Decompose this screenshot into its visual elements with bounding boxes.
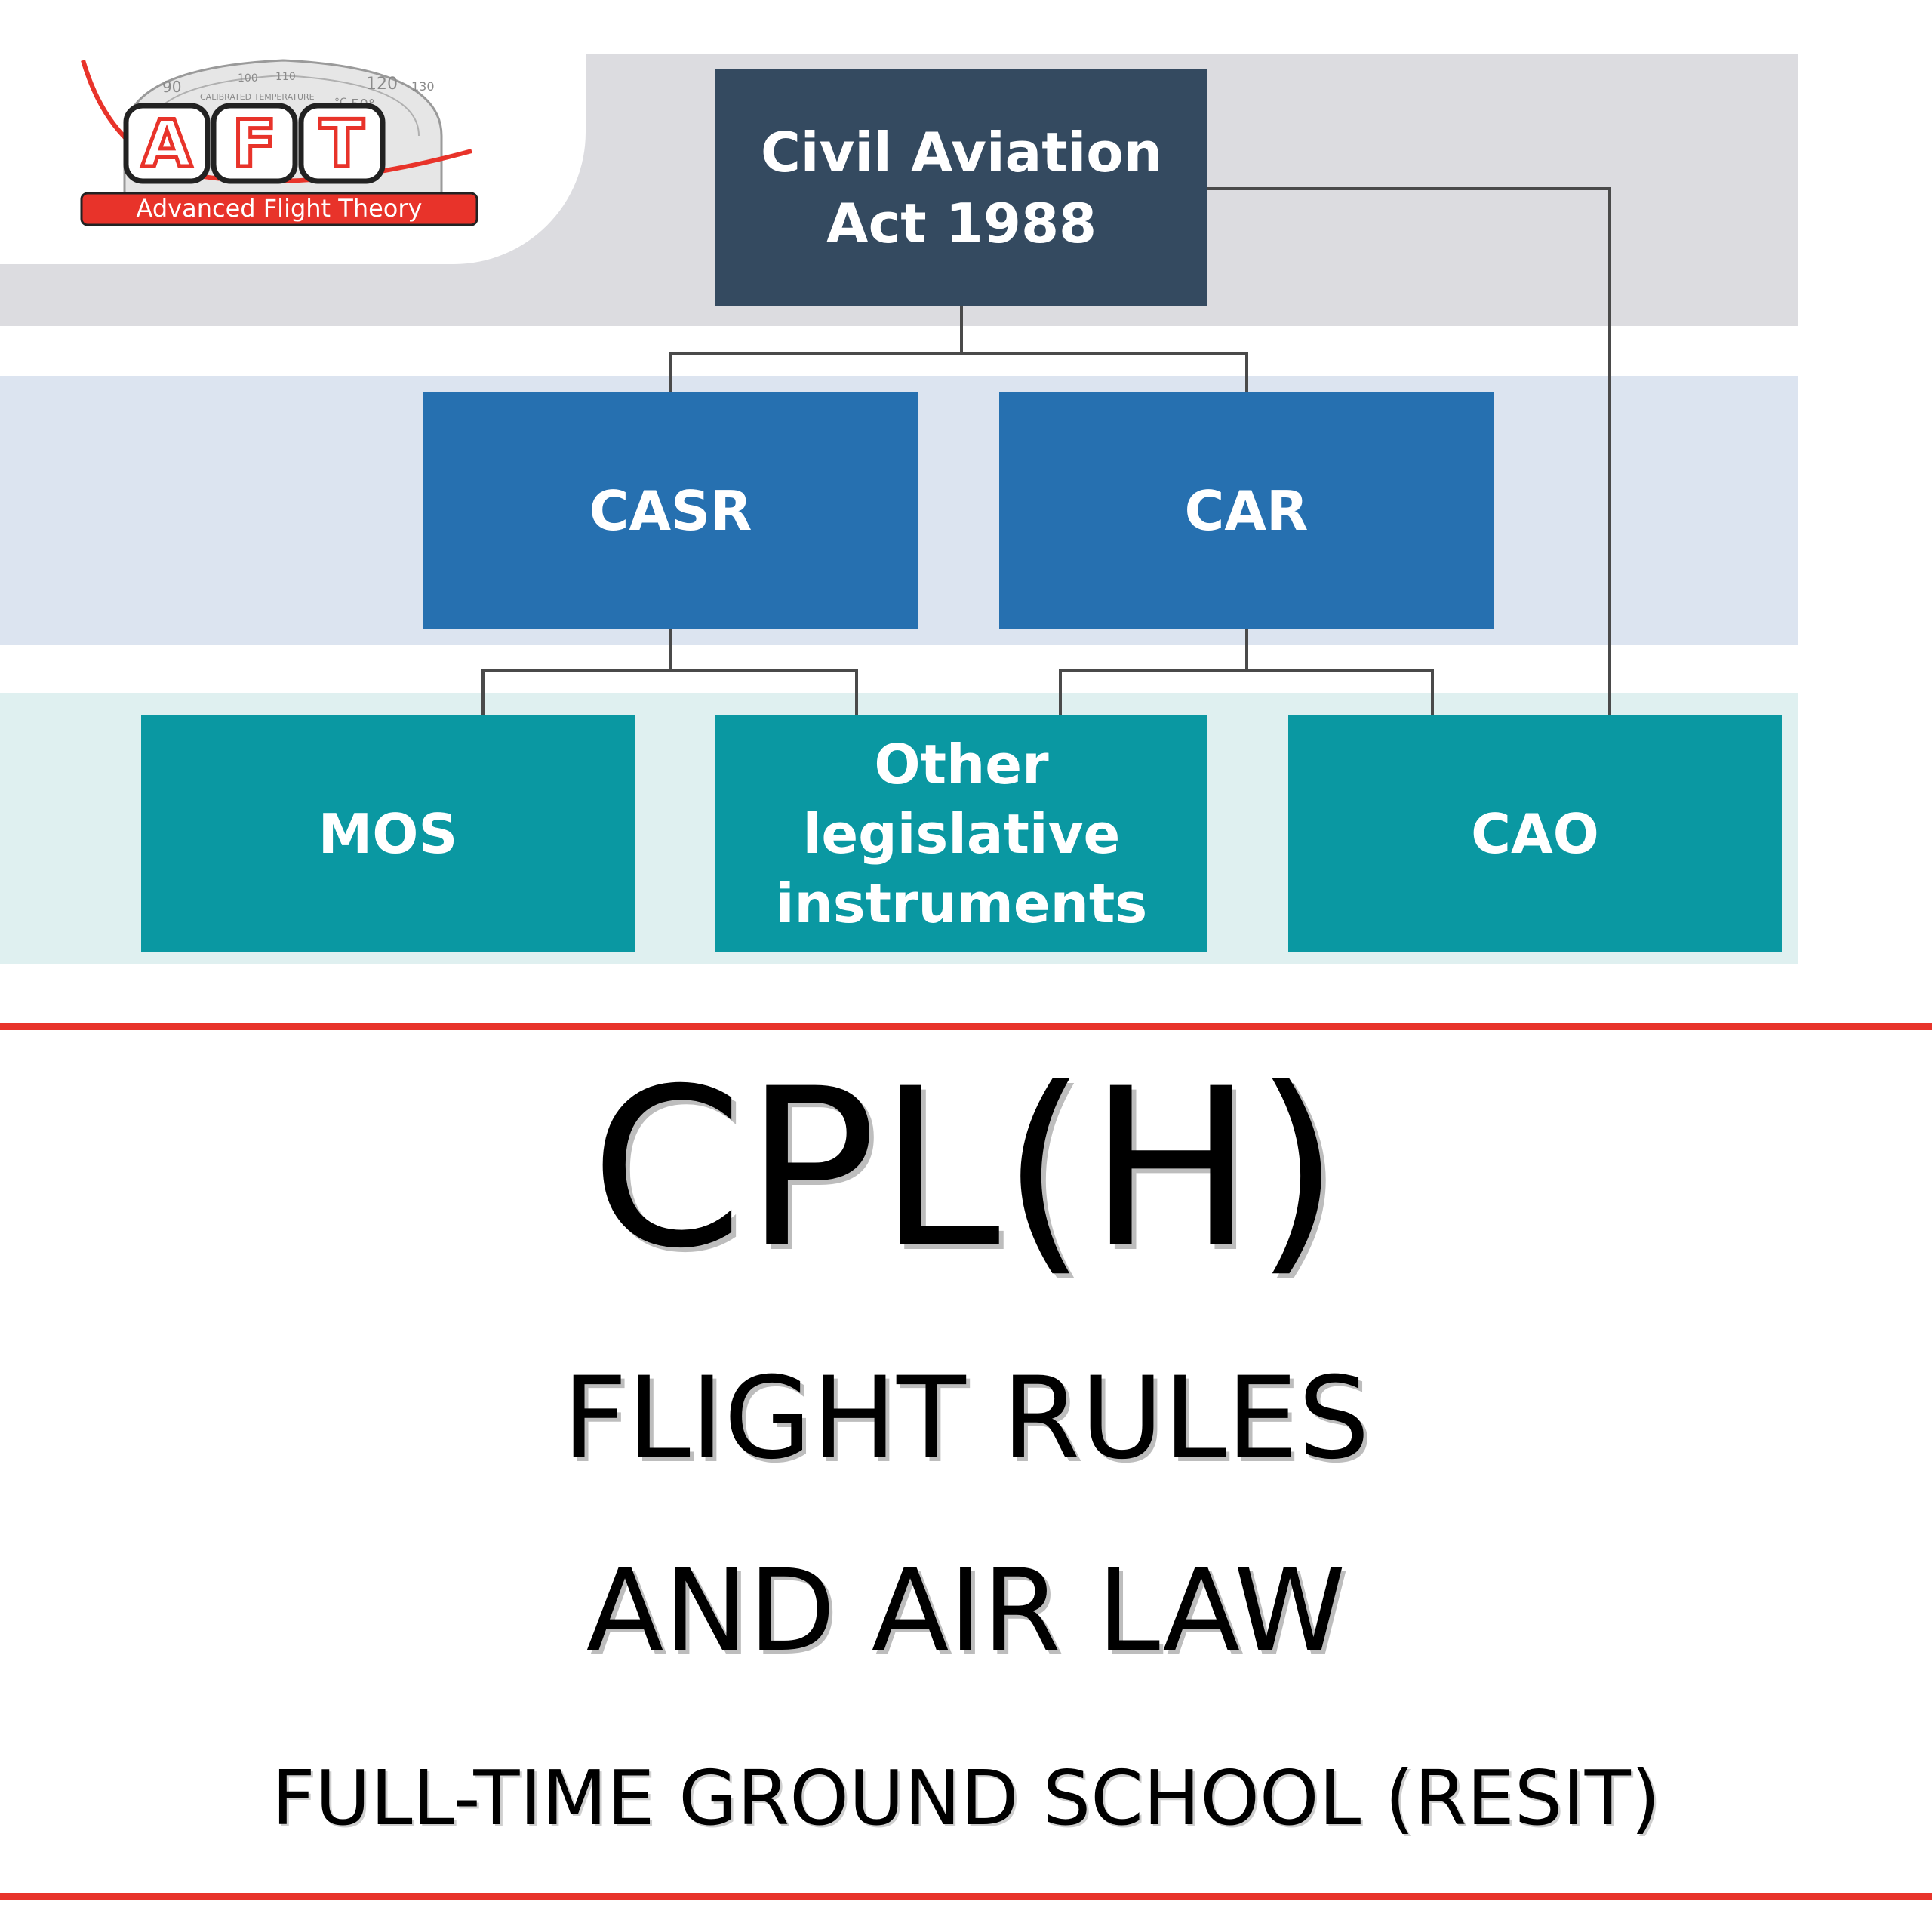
node-casr: CASR: [423, 392, 918, 629]
node-act-line-1: Civil Aviation: [760, 120, 1163, 184]
logo-letter-t: T: [298, 103, 386, 184]
node-act-line-2: Act 1988: [826, 191, 1097, 255]
connector-act-to-cao: [1208, 187, 1611, 715]
node-mos-label: MOS: [318, 801, 458, 866]
divider-top: [0, 1023, 1932, 1030]
node-other-line-2: legislative: [802, 801, 1121, 866]
node-casr-label: CASR: [589, 478, 752, 543]
connector-car-to-children: [1059, 629, 1434, 715]
node-car: CAR: [999, 392, 1494, 629]
gauge-text-5: 130: [411, 79, 435, 94]
connector-casr-to-children: [481, 629, 858, 715]
node-other-legislative-instruments: Other legislative instruments: [715, 715, 1208, 952]
node-other-line-1: Other: [874, 732, 1049, 796]
node-other-line-3: instruments: [775, 871, 1148, 935]
node-civil-aviation-act: Civil Aviation Act 1988: [715, 69, 1208, 306]
course-code: CPL(H): [590, 1042, 1342, 1297]
logo-tagline: Advanced Flight Theory: [137, 194, 423, 223]
diagram-connectors: [481, 187, 1611, 715]
gauge-text-6: CALIBRATED TEMPERATURE: [200, 92, 315, 102]
course-subject-line-1: FLIGHT RULES: [562, 1353, 1370, 1484]
connector-act-to-casr-car: [669, 306, 1248, 392]
divider-bottom: [0, 1893, 1932, 1900]
logo-tagline-banner: [80, 192, 478, 226]
svg-text:T: T: [320, 106, 365, 182]
svg-text:A: A: [142, 106, 192, 182]
course-subject-line-2: AND AIR LAW: [586, 1546, 1346, 1677]
logo-letter-f: F: [211, 103, 298, 184]
node-cao-label: CAO: [1471, 801, 1599, 866]
gauge-text-4: 120: [366, 75, 398, 94]
aft-logo: 90 100 110 120 130 CALIBRATED TEMPERATUR…: [80, 59, 478, 226]
course-mode: FULL-TIME GROUND SCHOOL (RESIT): [272, 1754, 1660, 1842]
node-car-label: CAR: [1184, 478, 1309, 543]
gauge-text-2: 100: [238, 72, 258, 85]
logo-letter-a: A: [123, 103, 211, 184]
svg-text:F: F: [232, 106, 277, 182]
gauge-text-1: 90: [162, 78, 181, 96]
node-cao: CAO: [1288, 715, 1782, 952]
gauge-text-3: 110: [275, 71, 296, 83]
node-mos: MOS: [141, 715, 635, 952]
